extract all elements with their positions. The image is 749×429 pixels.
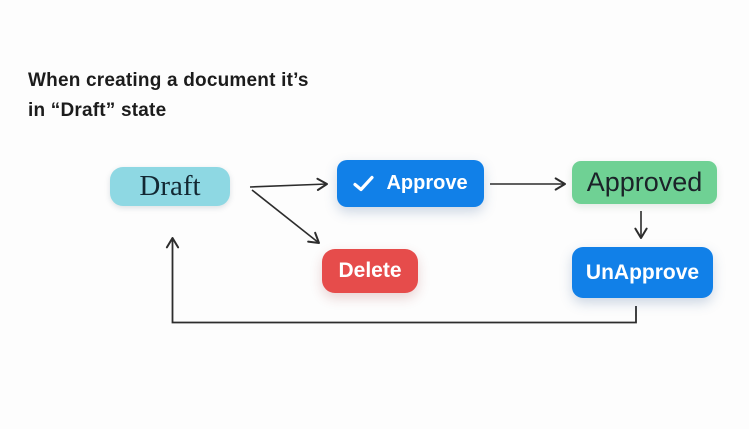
node-draft: Draft	[110, 167, 230, 206]
edge-draft-to-delete	[251, 189, 320, 244]
caption: When creating a document it’s in “Draft”…	[28, 66, 309, 126]
unapprove-button: UnApprove	[572, 247, 713, 298]
caption-line-1: When creating a document it’s	[28, 70, 309, 91]
delete-button-label: Delete	[338, 259, 402, 282]
node-draft-label: Draft	[139, 170, 201, 202]
edge-draft-to-approve	[249, 177, 328, 191]
node-approved-label: Approved	[586, 167, 703, 197]
check-icon	[353, 175, 375, 192]
approve-button: Approve	[337, 160, 484, 207]
caption-line-2: in “Draft” state	[28, 100, 167, 121]
node-approved: Approved	[572, 161, 717, 204]
approve-button-label: Approve	[386, 172, 468, 194]
unapprove-button-label: UnApprove	[585, 260, 700, 284]
delete-button: Delete	[322, 249, 418, 293]
